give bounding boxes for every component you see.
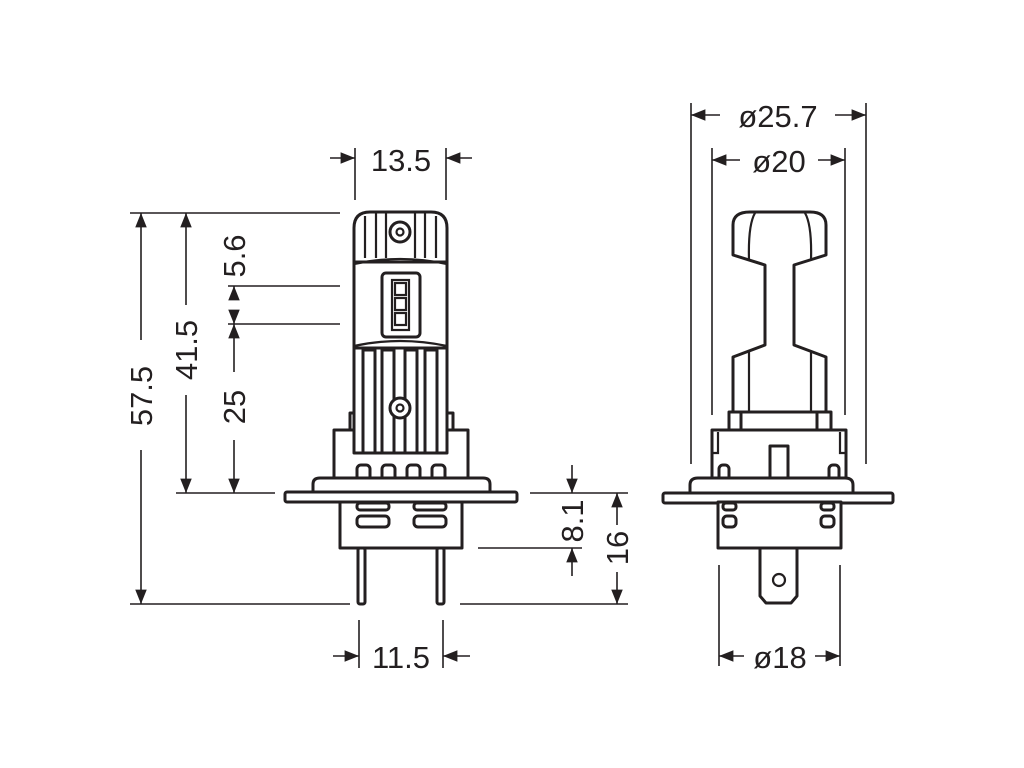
dim-label: 57.5 — [124, 366, 159, 426]
dimension-41-5: 41.5 — [169, 213, 275, 494]
dim-label: ø20 — [752, 144, 805, 179]
dim-label: 5.6 — [217, 234, 252, 277]
dimension-25: 25 — [217, 324, 252, 493]
pin — [435, 546, 446, 606]
dim-label: 11.5 — [372, 640, 430, 675]
dim-label: 16 — [600, 531, 635, 565]
screw-icon — [388, 220, 412, 244]
bulb-side-view — [661, 210, 895, 605]
dimension-dia-18: ø18 — [718, 565, 841, 675]
dimension-11-5: 11.5 — [333, 620, 470, 675]
dimension-5-6: 5.6 — [217, 234, 340, 325]
dimension-57-5: 57.5 — [124, 212, 350, 605]
dim-label: 41.5 — [169, 320, 204, 380]
dimension-16: 16 — [460, 492, 635, 605]
dimension-dia-20: ø20 — [711, 144, 846, 415]
screw-icon — [388, 396, 412, 420]
dim-label: 25 — [217, 390, 252, 424]
dim-label: ø18 — [753, 640, 806, 675]
dim-label: 8.1 — [555, 499, 590, 542]
dim-label: ø25.7 — [738, 99, 817, 134]
dimension-13-5: 13.5 — [330, 143, 472, 200]
dim-label: 13.5 — [371, 143, 431, 178]
bulb-front-view — [283, 210, 519, 606]
dimension-dia-25-7: ø25.7 — [690, 99, 867, 464]
terminal — [758, 546, 799, 605]
dimension-8-1: 8.1 — [478, 465, 600, 576]
pin — [356, 546, 367, 606]
